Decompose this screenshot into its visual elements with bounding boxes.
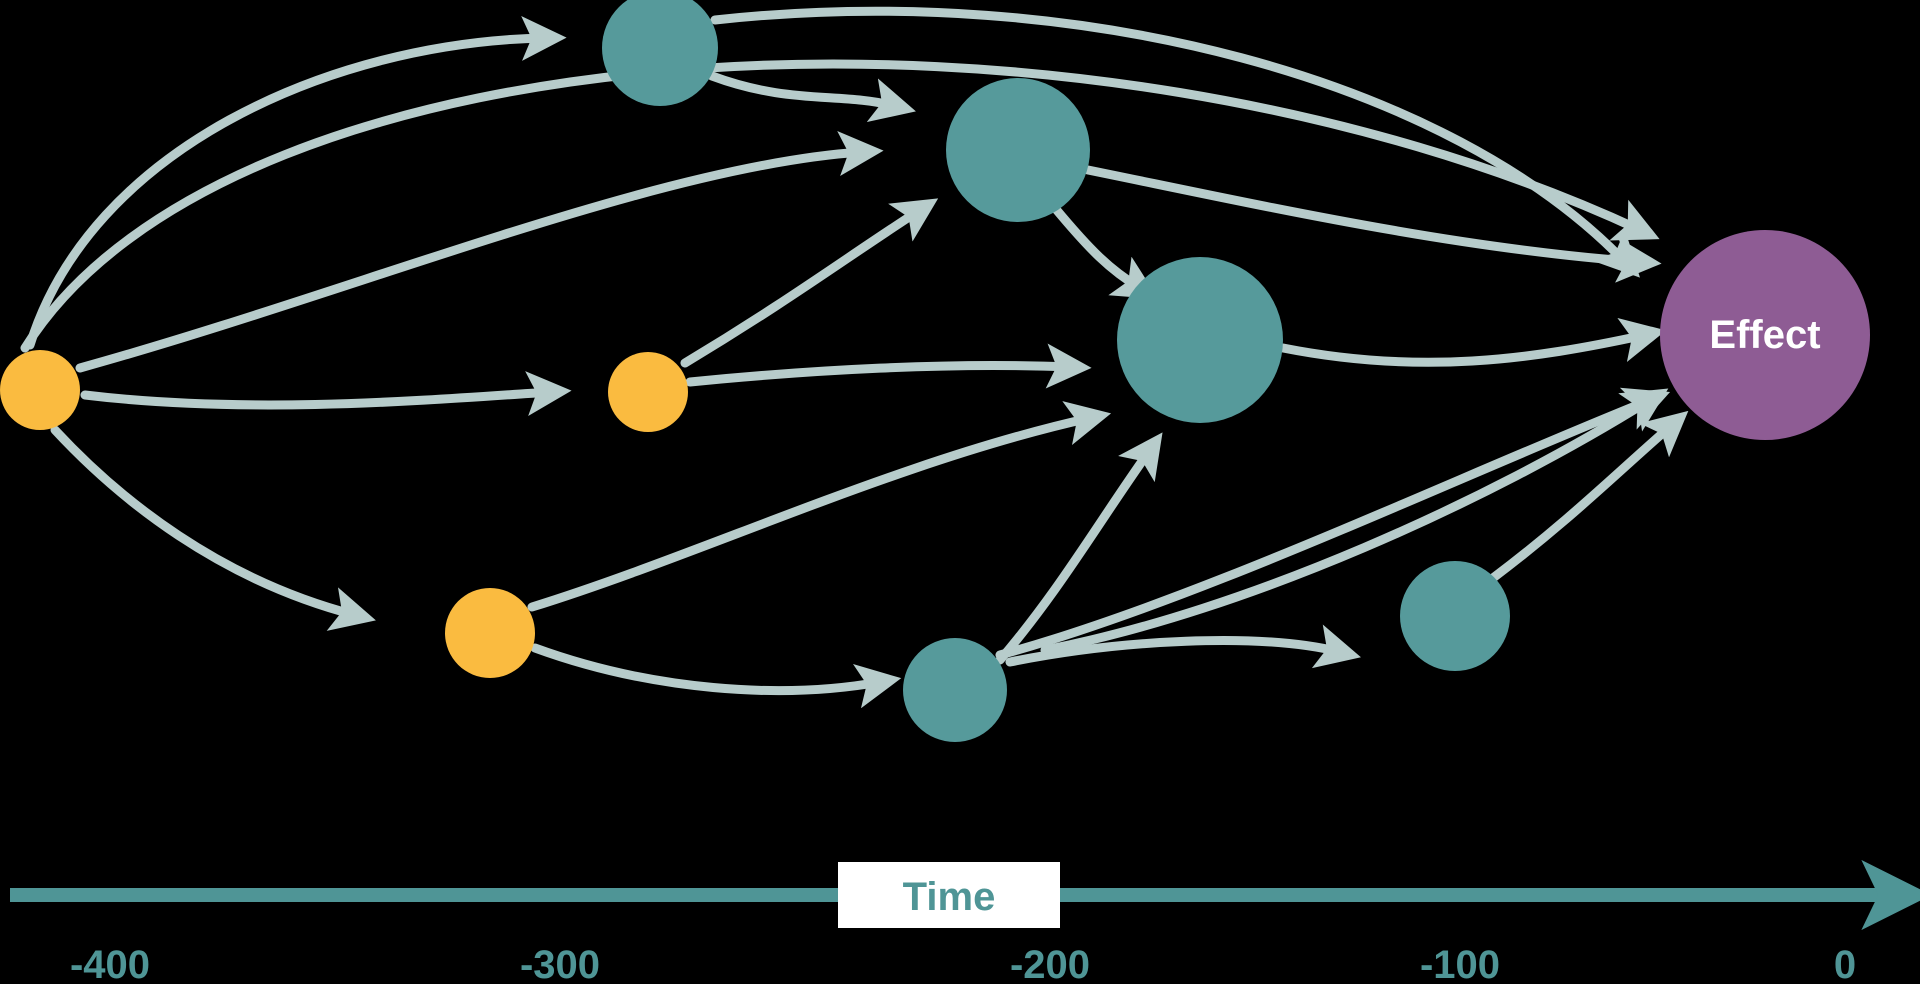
edge-t4-to-t5	[1005, 624, 1361, 669]
edge-o1-to-o2	[80, 371, 572, 417]
node-eff[interactable]: Effect	[1660, 230, 1870, 440]
node-circle-t4[interactable]	[903, 638, 1007, 742]
tick-label-0: 0	[1834, 943, 1856, 984]
node-o1[interactable]	[0, 350, 80, 430]
time-axis-tick-labels: -400 -300 -200 -100 0	[70, 943, 1856, 984]
edge-o1-to-o3	[50, 425, 376, 631]
time-axis-label-box	[838, 862, 1060, 928]
tick-label--100: -100	[1420, 943, 1500, 984]
node-circle-o3[interactable]	[445, 588, 535, 678]
tick-label--200: -200	[1010, 943, 1090, 984]
node-circle-o1[interactable]	[0, 350, 80, 430]
node-o2[interactable]	[608, 352, 688, 432]
nodes-group: Effect	[0, 0, 1870, 742]
node-t4[interactable]	[903, 638, 1007, 742]
node-t1[interactable]	[602, 0, 718, 106]
node-t5[interactable]	[1400, 561, 1510, 671]
time-axis: Time -400 -300 -200 -100 0	[10, 860, 1920, 984]
node-o3[interactable]	[445, 588, 535, 678]
edge-o3-to-t4	[530, 643, 902, 709]
time-axis-label: Time	[903, 875, 996, 919]
edge-t4-to-eff	[995, 387, 1671, 660]
edge-t2-to-t3	[1050, 203, 1159, 300]
edge-t1-to-t2	[707, 71, 916, 123]
edge-o2-to-t3	[685, 343, 1092, 389]
node-circle-t5[interactable]	[1400, 561, 1510, 671]
edge-o1-to-t1	[25, 15, 567, 350]
tick-label--300: -300	[520, 943, 600, 984]
node-circle-t3[interactable]	[1117, 257, 1283, 423]
node-t3[interactable]	[1117, 257, 1283, 423]
edge-o1-to-t2	[75, 131, 884, 373]
edge-o3-to-t3	[527, 401, 1112, 612]
node-circle-t2[interactable]	[946, 78, 1090, 222]
node-circle-o2[interactable]	[608, 352, 688, 432]
edge-t1-to-eff	[710, 6, 1640, 278]
edge-t4b-to-eff	[1040, 388, 1669, 655]
edge-o1-to-eff	[20, 59, 1660, 353]
node-circle-t1[interactable]	[602, 0, 718, 106]
edge-o2-to-t2	[680, 198, 939, 368]
node-label-eff: Effect	[1709, 313, 1820, 357]
edge-t2-to-eff	[1083, 165, 1662, 283]
edge-t5-to-eff	[1488, 410, 1689, 583]
node-circle-eff[interactable]	[1660, 230, 1870, 440]
tick-label--400: -400	[70, 943, 150, 984]
edge-t3-to-eff	[1278, 317, 1667, 367]
node-t2[interactable]	[946, 78, 1090, 222]
edge-t4-to-t3	[995, 432, 1163, 665]
